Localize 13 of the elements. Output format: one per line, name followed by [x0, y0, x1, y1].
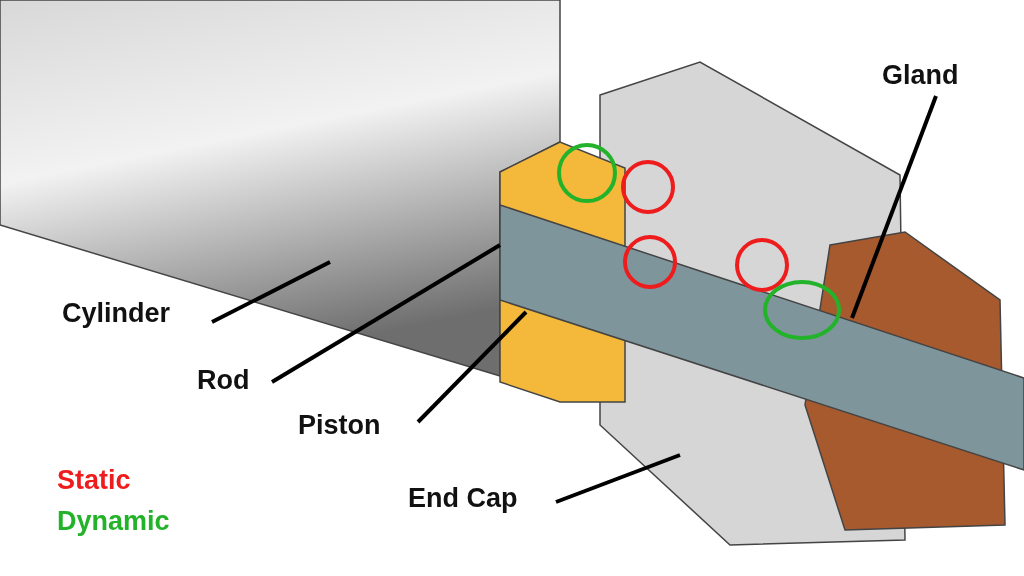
- piston-rod: [499, 203, 1024, 472]
- part-label: End Cap: [408, 483, 518, 514]
- leader-line: [211, 260, 331, 324]
- part-label: Gland: [882, 60, 959, 91]
- leader-line: [270, 243, 502, 384]
- part-label: Piston: [298, 410, 381, 441]
- part-label: Cylinder: [62, 298, 171, 329]
- leader-line: [416, 310, 528, 424]
- leader-line: [850, 95, 938, 319]
- legend-label: Dynamic: [57, 506, 170, 537]
- leader-line: [555, 453, 681, 504]
- part-label: Rod: [197, 365, 250, 396]
- legend-label: Static: [57, 465, 131, 496]
